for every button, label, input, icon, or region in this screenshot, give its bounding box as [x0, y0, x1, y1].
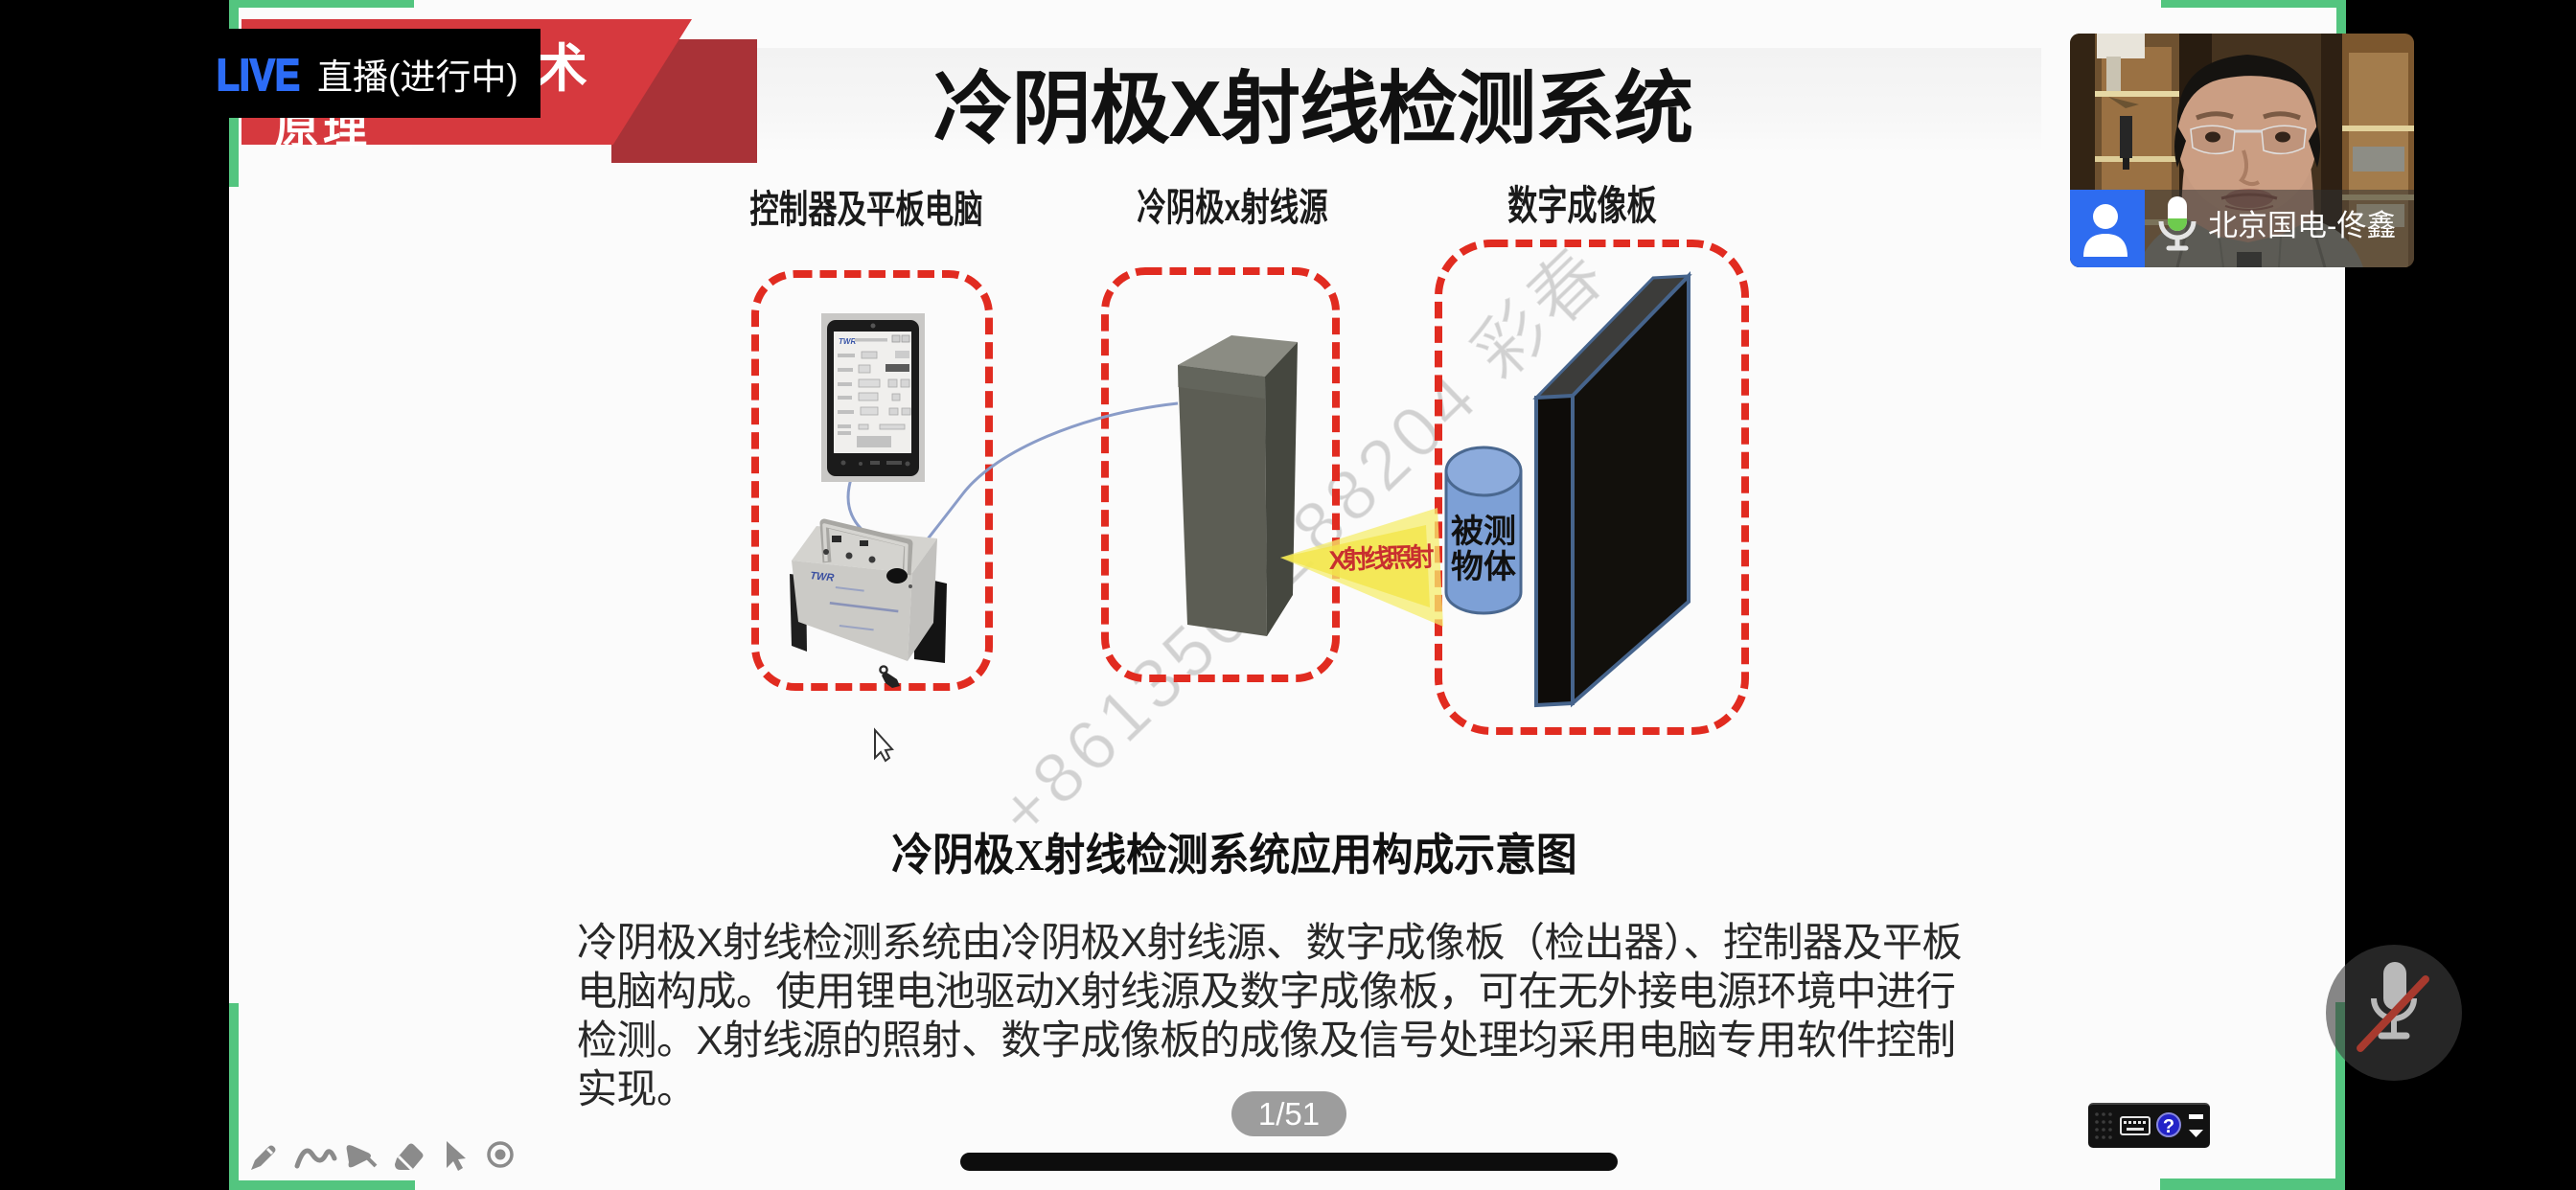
svg-text:?: ?	[2163, 1116, 2174, 1137]
svg-text:TWR: TWR	[839, 337, 856, 346]
svg-text:被测: 被测	[1451, 514, 1516, 550]
svg-text:北京国电-佟鑫: 北京国电-佟鑫	[2208, 209, 2396, 242]
svg-text:+8613501288204 彩春: +8613501288204 彩春	[982, 230, 1622, 852]
svg-text:TWR: TWR	[810, 570, 835, 584]
svg-text:X射线照射: X射线照射	[1328, 542, 1435, 575]
svg-text:物体: 物体	[1451, 549, 1516, 585]
